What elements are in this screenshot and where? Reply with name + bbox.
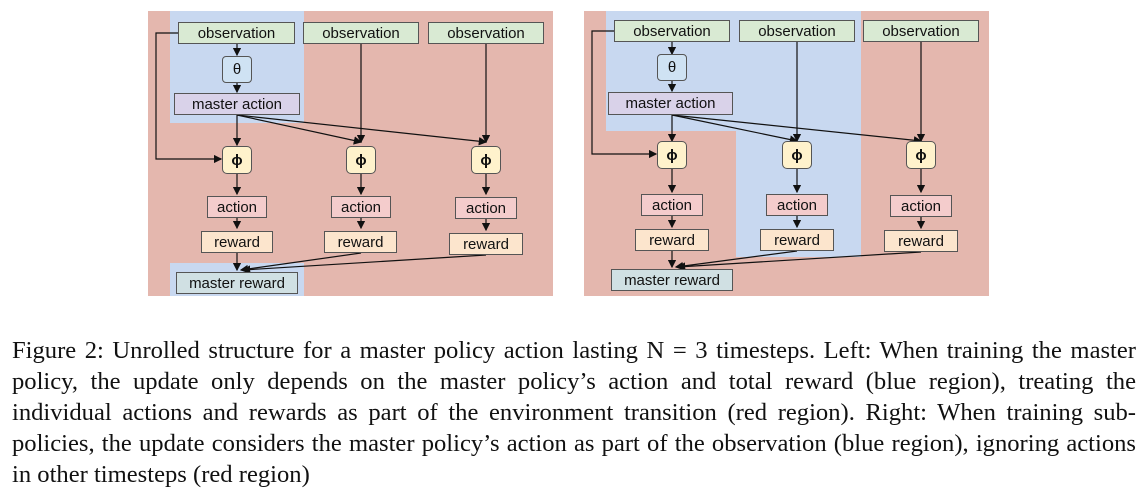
right-arrows — [591, 30, 926, 271]
theta-box: θ — [657, 54, 687, 81]
master-reward-box: master reward — [176, 272, 298, 294]
right-diagram: observation observation observation θ ma… — [584, 11, 989, 296]
phi-box-3: ɸ — [471, 146, 501, 174]
reward-box-1: reward — [201, 231, 273, 253]
master-action-box: master action — [174, 93, 300, 115]
reward-box-2: reward — [324, 231, 397, 253]
reward-box-2: reward — [760, 229, 834, 251]
observation-box-3: observation — [863, 20, 979, 42]
phi-box-2: ɸ — [346, 146, 376, 174]
phi-box-3: ɸ — [906, 141, 936, 169]
phi-box-1: ɸ — [657, 141, 687, 169]
theta-box: θ — [222, 56, 252, 83]
phi-box-1: ɸ — [222, 146, 252, 174]
phi-box-2: ɸ — [782, 141, 812, 169]
action-box-1: action — [641, 194, 703, 216]
observation-box-1: observation — [178, 22, 295, 44]
reward-box-3: reward — [449, 233, 523, 255]
figure-caption: Figure 2: Unrolled structure for a maste… — [12, 337, 1136, 488]
master-action-box: master action — [608, 92, 733, 115]
reward-box-1: reward — [635, 229, 709, 251]
master-reward-box: master reward — [611, 269, 733, 291]
left-arrows — [155, 32, 491, 274]
action-box-2: action — [766, 194, 828, 216]
left-diagram: observation observation observation θ ma… — [148, 11, 553, 296]
action-box-3: action — [455, 197, 517, 219]
reward-box-3: reward — [884, 230, 958, 252]
action-box-1: action — [207, 196, 267, 218]
observation-box-3: observation — [428, 22, 544, 44]
action-box-2: action — [331, 196, 391, 218]
observation-box-2: observation — [739, 20, 855, 42]
action-box-3: action — [890, 195, 952, 217]
observation-box-2: observation — [303, 22, 419, 44]
observation-box-1: observation — [614, 20, 730, 42]
